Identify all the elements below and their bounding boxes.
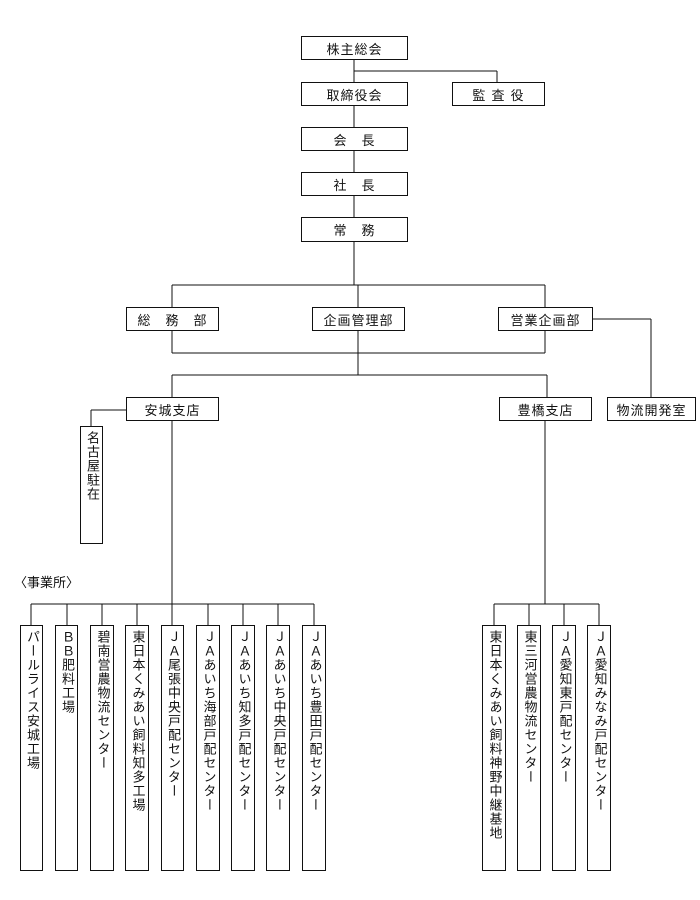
shareholders-box: 株主総会 — [301, 36, 408, 60]
board-box: 取締役会 — [301, 82, 408, 106]
office-higashinihon-chita: 東日本くみあい飼料知多工場 — [125, 625, 149, 871]
office-bb-fertilizer: ＢＢ肥料工場 — [55, 625, 78, 871]
auditor-box: 監 査 役 — [452, 82, 545, 106]
office-hekinan-center: 碧南営農物流センター — [90, 625, 114, 871]
office-pearlrice-anjo: パールライス安城工場 — [20, 625, 43, 871]
sales-planning-box: 営業企画部 — [498, 307, 593, 331]
planning-management-box: 企画管理部 — [312, 307, 405, 331]
office-ja-aichi-chita: ＪＡあいち知多戸配センター — [231, 625, 255, 871]
office-higashinihon-kanno: 東日本くみあい飼料神野中継基地 — [482, 625, 506, 871]
toyohashi-branch-box: 豊橋支店 — [499, 397, 592, 421]
office-ja-owari-chuo: ＪＡ尾張中央戸配センター — [161, 625, 184, 871]
president-box: 社 長 — [301, 172, 408, 196]
anjo-branch-box: 安城支店 — [126, 397, 219, 421]
office-ja-aichi-minami: ＪＡ愛知みなみ戸配センター — [587, 625, 611, 871]
chairman-box: 会 長 — [301, 127, 408, 151]
nagoya-office-box: 名古屋駐在 — [80, 426, 103, 544]
general-affairs-box: 総 務 部 — [126, 307, 219, 331]
office-ja-aichi-higashi: ＪＡ愛知東戸配センター — [552, 625, 576, 871]
offices-label: 〈事業所〉 — [14, 576, 80, 591]
office-ja-aichi-chuo: ＪＡあいち中央戸配センター — [266, 625, 290, 871]
managing-director-box: 常 務 — [301, 217, 408, 242]
office-ja-aichi-toyota: ＪＡあいち豊田戸配センター — [302, 625, 326, 871]
office-ja-aichi-ama: ＪＡあいち海部戸配センター — [196, 625, 220, 871]
logistics-dev-box: 物流開発室 — [607, 397, 696, 421]
office-higashimikawa-center: 東三河営農物流センター — [517, 625, 541, 871]
